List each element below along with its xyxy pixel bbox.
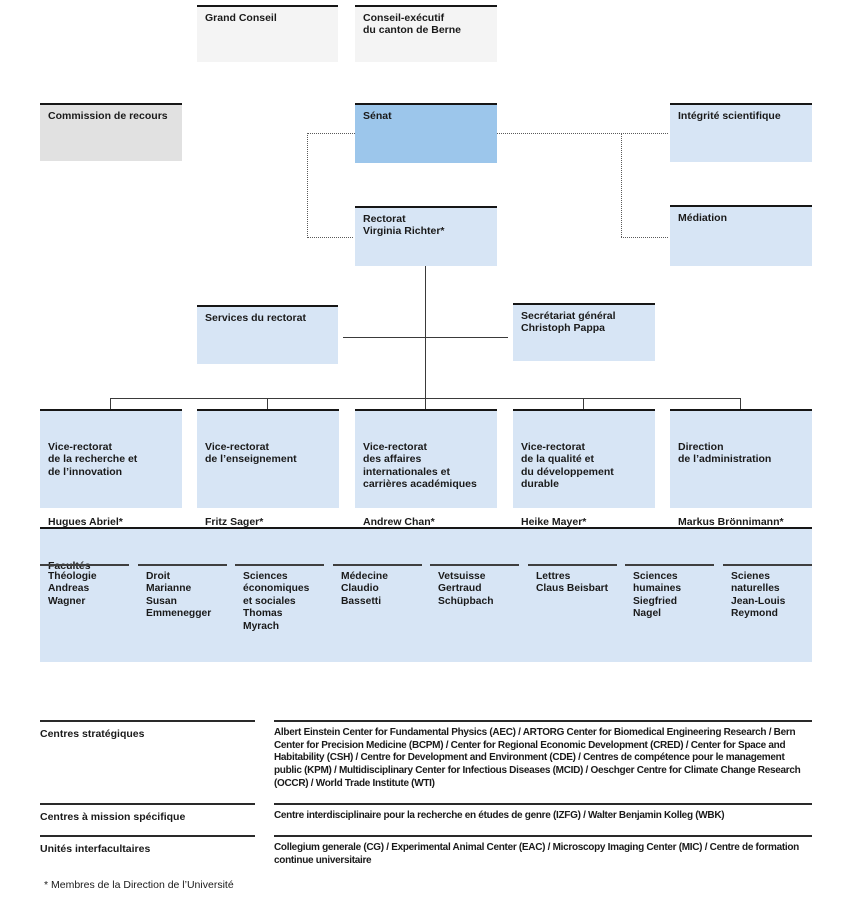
- vr-title: Vice-rectorat de l’enseignement: [205, 440, 297, 466]
- vr-title: Vice-rectorat de la recherche et de l’in…: [48, 440, 138, 478]
- vr-name: Hugues Abriel*: [48, 515, 123, 528]
- vr-title: Direction de l’administration: [678, 440, 772, 466]
- box-direction-administration: Direction de l’administration Markus Brö…: [670, 409, 812, 528]
- text-unites-interfacultaires: Collegium generale (CG) / Experimental A…: [274, 835, 812, 869]
- dotted-connector-right-vertical: [621, 133, 622, 237]
- box-mediation: Médiation: [670, 205, 812, 266]
- faculty-medecine: Médecine Claudio Bassetti: [333, 564, 422, 608]
- vr-title: Vice-rectorat des affaires international…: [363, 440, 477, 491]
- faculty-sciences-naturelles: Scienes naturelles Jean-Louis Reymond: [723, 564, 812, 621]
- box-senat: Sénat: [355, 103, 497, 163]
- connector-services-secretariat: [343, 337, 508, 338]
- vr-name: Markus Brönnimann*: [678, 515, 784, 528]
- label-centres-strategiques: Centres stratégiques: [40, 720, 255, 803]
- faculty-sciences-economiques: Sciences économiques et sociales Thomas …: [235, 564, 324, 633]
- box-rectorat: Rectorat Virginia Richter*: [355, 206, 497, 266]
- label-centres-mission-specifique: Centres à mission spécifique: [40, 803, 255, 835]
- box-facultes: Facultés Théologie Andreas Wagner Droit …: [40, 527, 812, 662]
- label-unites-interfacultaires: Unités interfacultaires: [40, 835, 255, 869]
- faculty-sciences-humaines: Sciences humaines Siegfried Nagel: [625, 564, 714, 621]
- box-vice-rectorat-affaires-internationales: Vice-rectorat des affaires international…: [355, 409, 497, 528]
- box-commission-de-recours: Commission de recours: [40, 103, 182, 161]
- faculty-vetsuisse: Vetsuisse Gertraud Schüpbach: [430, 564, 519, 608]
- box-integrite-scientifique: Intégrité scientifique: [670, 103, 812, 162]
- box-grand-conseil: Grand Conseil: [197, 5, 338, 62]
- vr-name: Heike Mayer*: [521, 515, 587, 528]
- box-vice-rectorat-recherche: Vice-rectorat de la recherche et de l’in…: [40, 409, 182, 528]
- connector-drop-vr1: [110, 398, 111, 409]
- dotted-connector-rectorat-left: [307, 237, 353, 238]
- box-conseil-executif: Conseil-exécutif du canton de Berne: [355, 5, 497, 62]
- text-centres-strategiques: Albert Einstein Center for Fundamental P…: [274, 720, 812, 800]
- connector-drop-vr4: [583, 398, 584, 409]
- faculty-lettres: Lettres Claus Beisbart: [528, 564, 617, 596]
- dotted-connector-senat-left: [307, 133, 355, 134]
- box-vice-rectorat-qualite: Vice-rectorat de la qualité et du dévelo…: [513, 409, 655, 528]
- box-services-du-rectorat: Services du rectorat: [197, 305, 338, 364]
- dotted-connector-left-vertical: [307, 133, 308, 238]
- connector-drop-vr5: [740, 398, 741, 409]
- dotted-connector-mediation: [621, 237, 668, 238]
- faculty-theologie: Théologie Andreas Wagner: [40, 564, 129, 608]
- dotted-connector-senat-right: [497, 133, 668, 134]
- box-secretariat-general: Secrétariat général Christoph Pappa: [513, 303, 655, 361]
- connector-vr-horizontal: [110, 398, 741, 399]
- text-centres-mission-specifique: Centre interdisciplinaire pour la recher…: [274, 803, 812, 833]
- faculty-droit: Droit Marianne Susan Emmenegger: [138, 564, 227, 621]
- footnote-direction-membres: * Membres de la Direction de l’Universit…: [44, 879, 234, 891]
- box-vice-rectorat-enseignement: Vice-rectorat de l’enseignement Fritz Sa…: [197, 409, 339, 528]
- vr-name: Fritz Sager*: [205, 515, 264, 528]
- connector-drop-vr2: [267, 398, 268, 409]
- vr-name: Andrew Chan*: [363, 515, 435, 528]
- vr-title: Vice-rectorat de la qualité et du dévelo…: [521, 440, 614, 491]
